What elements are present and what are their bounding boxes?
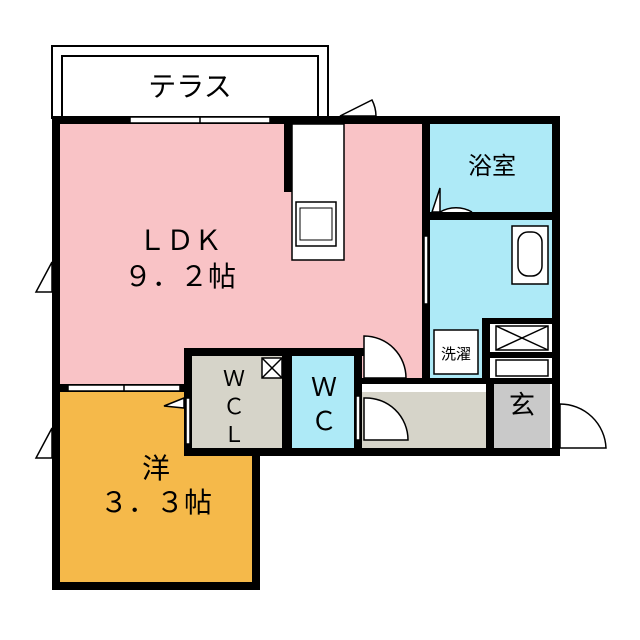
laundry-box	[433, 329, 479, 375]
entrance-label: 玄	[509, 391, 535, 421]
wc-label-w: Ｗ	[311, 373, 337, 403]
entrance-area	[492, 378, 550, 448]
storage-x-boxes	[261, 325, 549, 379]
ldk-area	[60, 124, 422, 384]
doors	[34, 98, 607, 459]
western-size-label: ３．３帖	[100, 486, 212, 519]
windows	[67, 116, 271, 392]
bath-label: 浴室	[468, 152, 516, 180]
terrace	[51, 45, 329, 119]
wc-area	[292, 356, 356, 448]
ldk-name-label: ＬＤＫ	[138, 224, 222, 257]
wcl-label-c: Ｃ	[223, 395, 245, 420]
washbasin	[511, 225, 549, 285]
wcl-label-w: Ｗ	[223, 367, 245, 392]
kitchen-counter	[291, 123, 345, 261]
ldk-size-label: ９．２帖	[124, 260, 236, 293]
wc-label-c: Ｃ	[311, 407, 337, 437]
wcl-label-l: Ｌ	[223, 423, 245, 448]
terrace-label: テラス	[148, 70, 231, 103]
washer-label: 洗濯	[441, 345, 471, 363]
western-name-label: 洋	[142, 452, 170, 485]
bath-area	[430, 124, 552, 212]
